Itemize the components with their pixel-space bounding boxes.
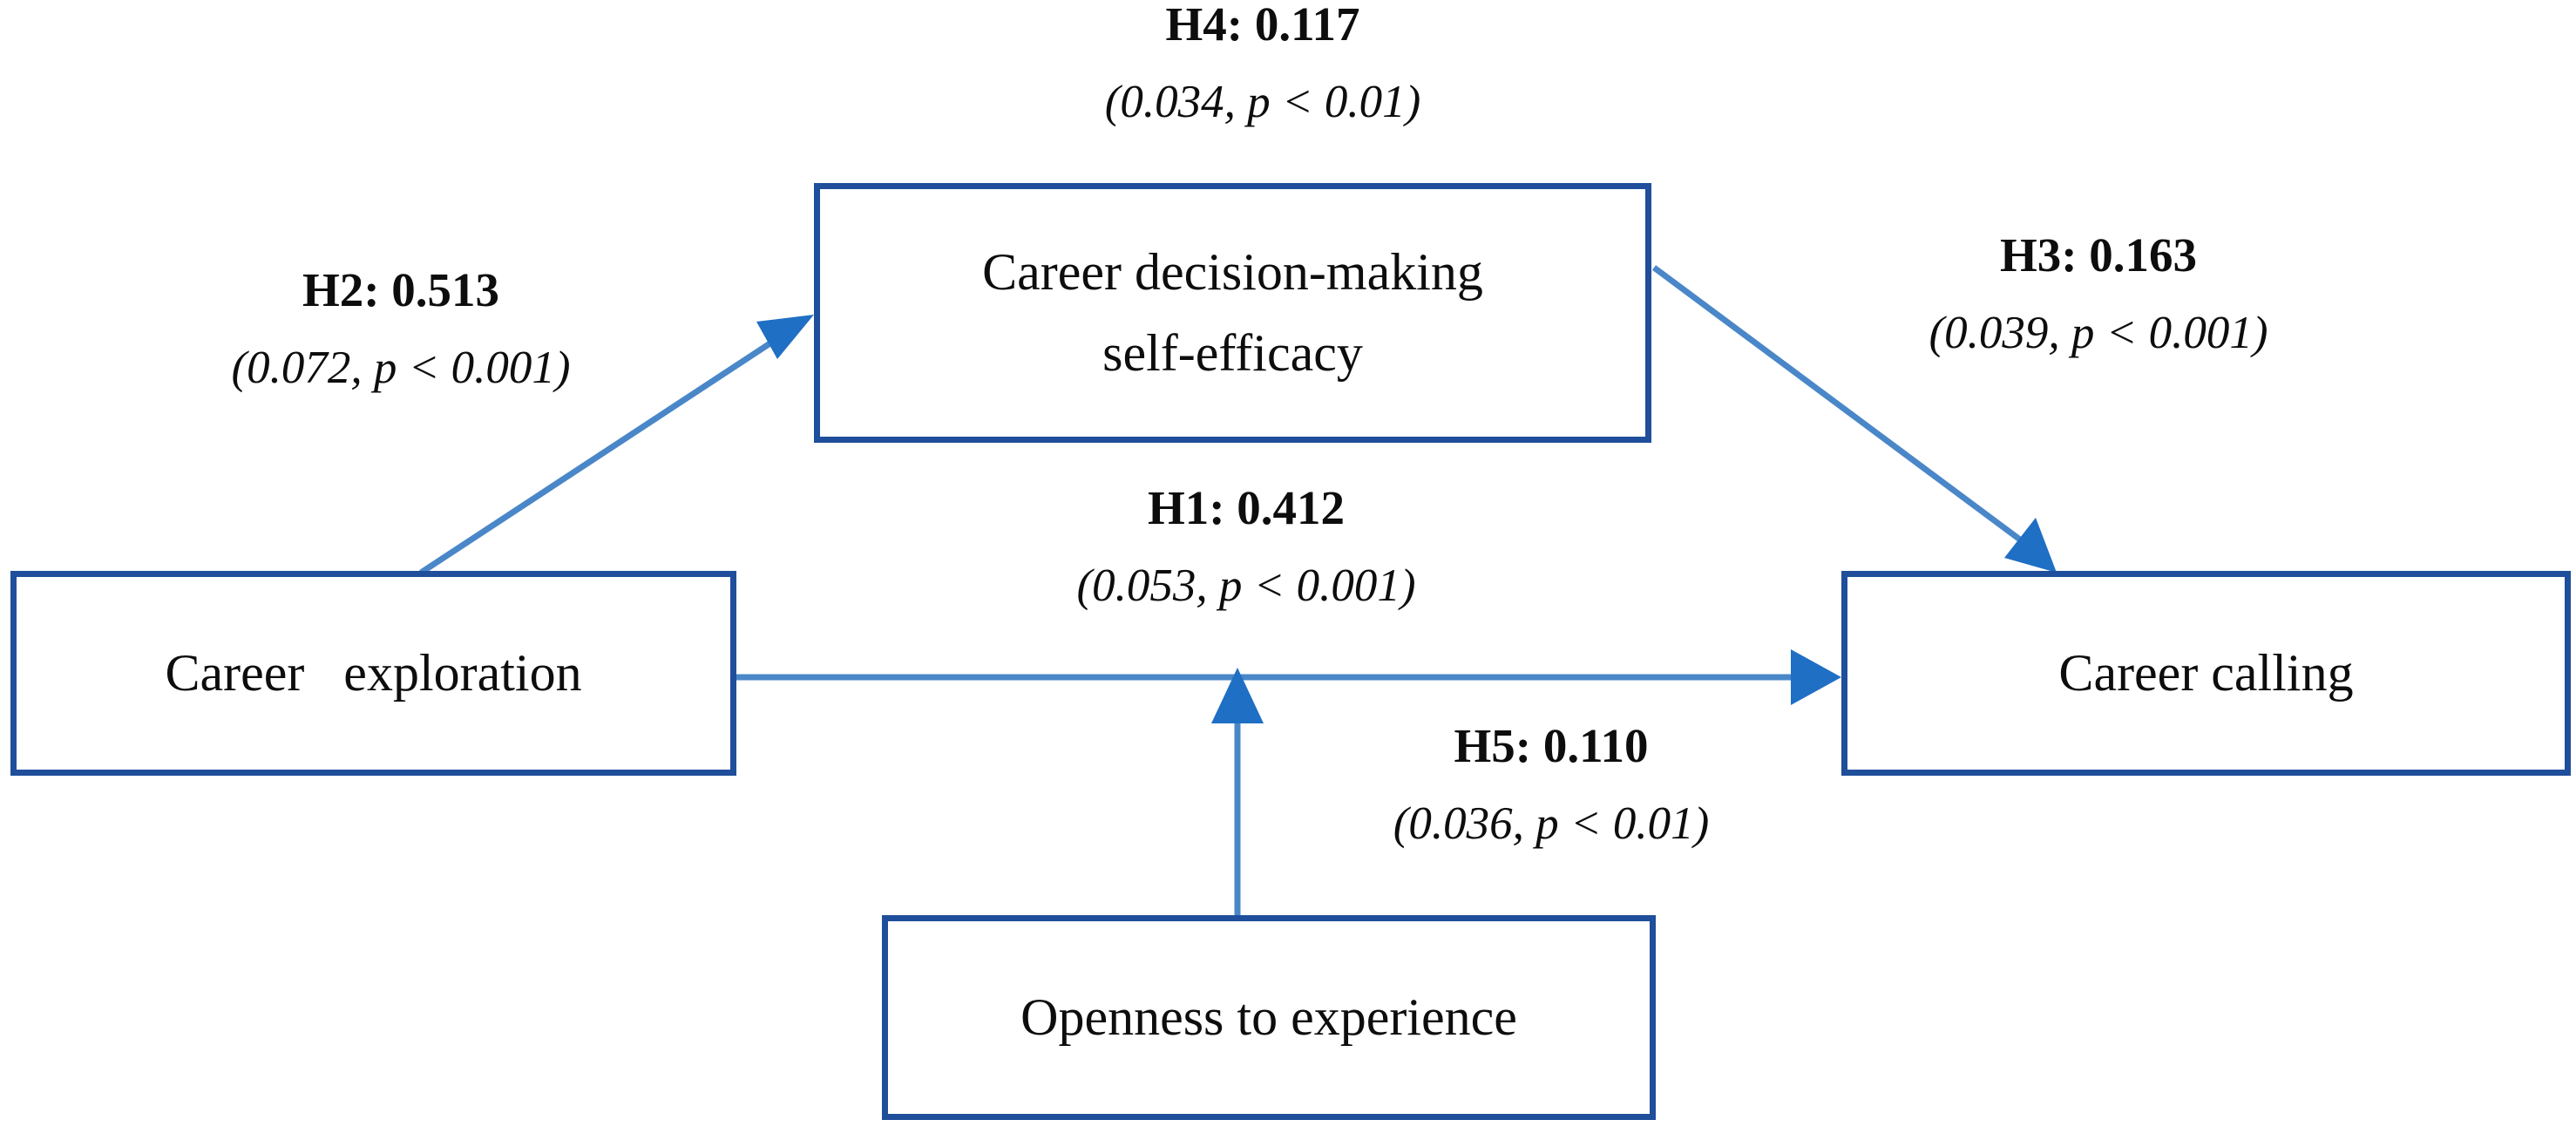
- node-cdmse-label-line2: self-efficacy: [1102, 324, 1363, 382]
- arrow-h5: [1211, 668, 1264, 915]
- node-openness-label: Openness to experience: [1020, 988, 1517, 1046]
- path-h5-coefficient: H5: 0.110: [1454, 719, 1649, 772]
- node-career-exploration-label: Career exploration: [165, 644, 582, 702]
- node-cdmse-label-line1: Career decision-making: [982, 243, 1483, 301]
- path-label-h4: H4: 0.117 (0.034, p < 0.01): [984, 0, 1542, 126]
- path-label-h3: H3: 0.163 (0.039, p < 0.001): [1793, 231, 2403, 356]
- path-h1-coefficient: H1: 0.412: [1147, 481, 1346, 534]
- path-h1-statistic: (0.053, p < 0.001): [1076, 560, 1416, 611]
- path-h4-coefficient: H4: 0.117: [1165, 0, 1360, 51]
- path-label-h5: H5: 0.110 (0.036, p < 0.01): [1272, 722, 1830, 847]
- node-openness-to-experience[interactable]: Openness to experience: [882, 915, 1656, 1120]
- path-h2-coefficient: H2: 0.513: [302, 263, 500, 316]
- path-h3-statistic: (0.039, p < 0.001): [1929, 308, 2268, 358]
- path-h4-statistic: (0.034, p < 0.01): [1104, 77, 1421, 127]
- node-career-calling-label: Career calling: [2058, 644, 2354, 702]
- path-h2-statistic: (0.072, p < 0.001): [231, 343, 571, 393]
- node-career-exploration[interactable]: Career exploration: [10, 571, 736, 776]
- path-label-h2: H2: 0.513 (0.072, p < 0.001): [96, 266, 706, 391]
- node-career-calling[interactable]: Career calling: [1841, 571, 2571, 776]
- path-h3-coefficient: H3: 0.163: [1999, 228, 2198, 282]
- path-h5-statistic: (0.036, p < 0.01): [1393, 798, 1710, 849]
- path-label-h1: H1: 0.412 (0.053, p < 0.001): [967, 484, 1525, 609]
- node-career-decision-making-self-efficacy[interactable]: Career decision-making self-efficacy: [814, 183, 1651, 443]
- arrow-h1: [736, 649, 1841, 705]
